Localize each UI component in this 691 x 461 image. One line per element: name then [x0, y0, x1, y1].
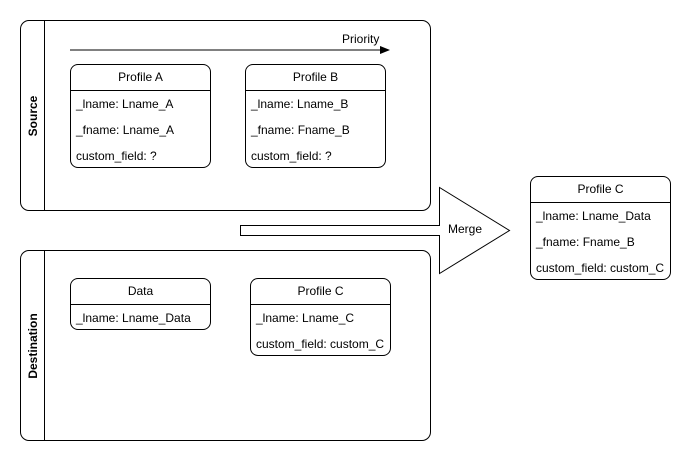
profile-a-card: Profile A _lname: Lname_A _fname: Lname_…	[70, 64, 211, 168]
profile-c-destination-title: Profile C	[251, 279, 390, 305]
profile-b-title: Profile B	[246, 65, 385, 91]
profile-c-destination-lname: _lname: Lname_C	[256, 311, 355, 325]
profile-a-lname: _lname: Lname_A	[76, 97, 174, 111]
profile-c-result-card: Profile C _lname: Lname_Data _fname: Fna…	[530, 176, 671, 280]
merge-arrow	[240, 186, 511, 275]
priority-label: Priority	[342, 32, 380, 46]
data-card-title: Data	[71, 279, 210, 305]
source-pool-header: Source	[21, 21, 45, 210]
profile-c-result-title: Profile C	[531, 177, 670, 203]
profile-a-fname: _fname: Lname_A	[76, 123, 175, 137]
profile-b-lname: _lname: Lname_B	[251, 97, 349, 111]
profile-c-result-lname: _lname: Lname_Data	[536, 209, 651, 223]
data-card-lname: _lname: Lname_Data	[76, 311, 191, 325]
profile-c-destination-card: Profile C _lname: Lname_C custom_field: …	[250, 278, 391, 356]
data-card: Data _lname: Lname_Data	[70, 278, 211, 330]
profile-c-result-fname: _fname: Fname_B	[536, 235, 635, 249]
destination-pool-header: Destination	[21, 251, 45, 440]
profile-a-title: Profile A	[71, 65, 210, 91]
profile-a-custom-field: custom_field: ?	[76, 149, 157, 163]
profile-b-fname: _fname: Fname_B	[251, 123, 350, 137]
profile-b-custom-field: custom_field: ?	[251, 149, 332, 163]
profile-c-result-custom-field: custom_field: custom_C	[536, 261, 665, 275]
profile-b-card: Profile B _lname: Lname_B _fname: Fname_…	[245, 64, 386, 168]
profile-c-destination-custom-field: custom_field: custom_C	[256, 337, 385, 351]
merge-label: Merge	[448, 222, 483, 236]
